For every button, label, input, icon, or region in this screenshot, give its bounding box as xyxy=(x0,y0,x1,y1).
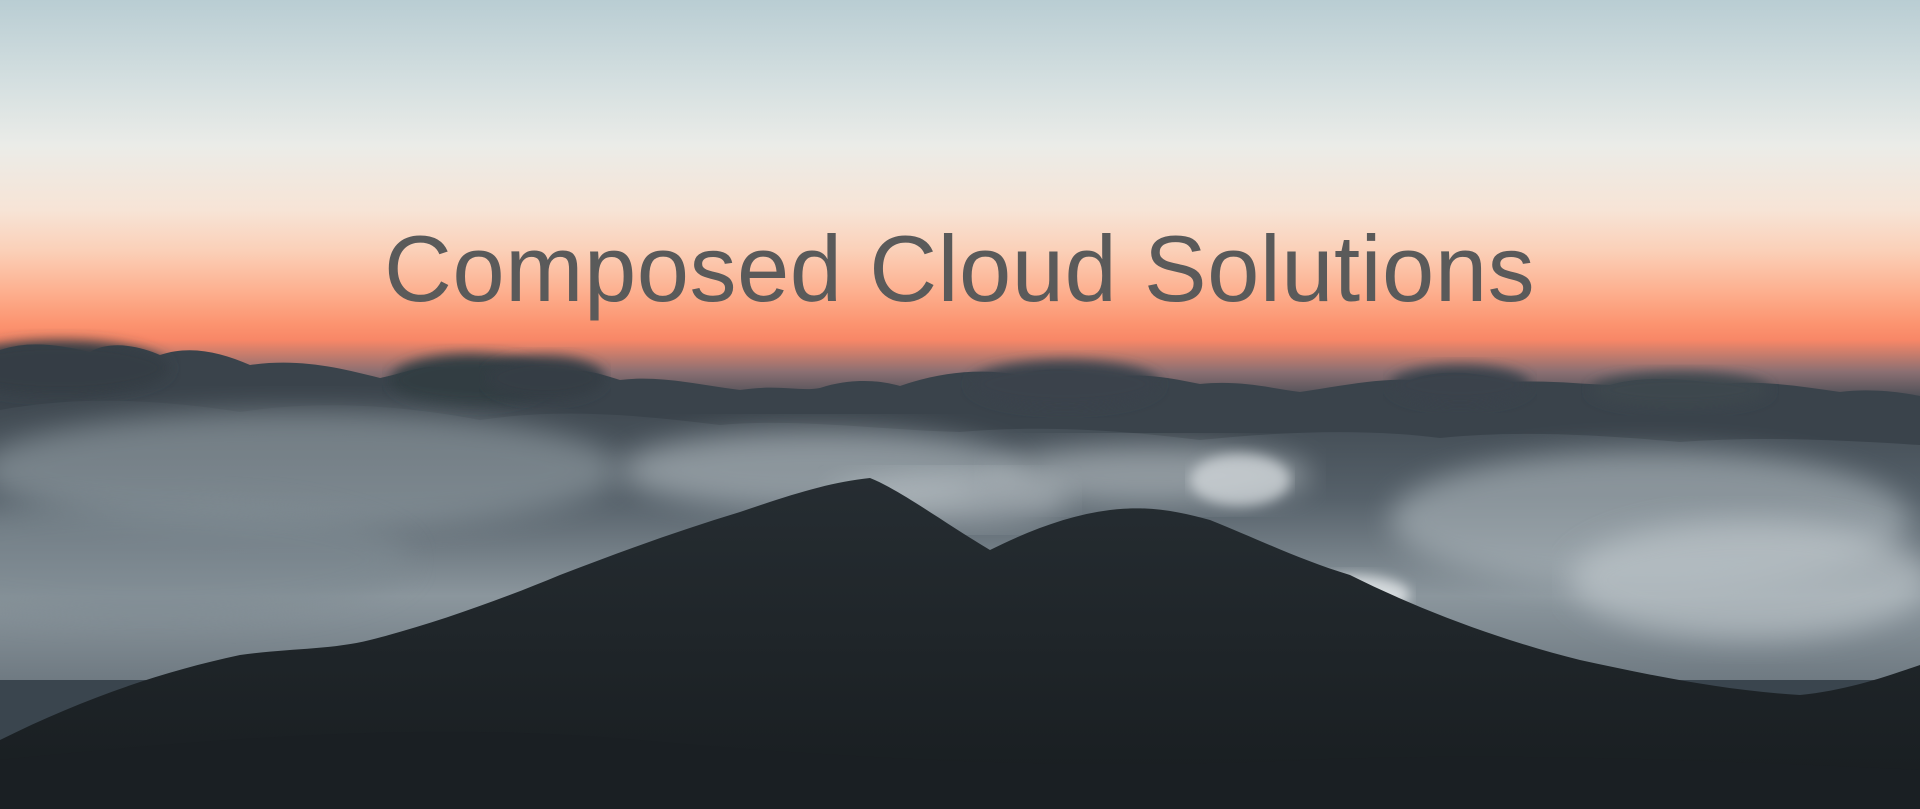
mountain-silhouette xyxy=(0,478,1920,809)
hero-title-text: Composed Cloud Solutions xyxy=(384,216,1536,321)
